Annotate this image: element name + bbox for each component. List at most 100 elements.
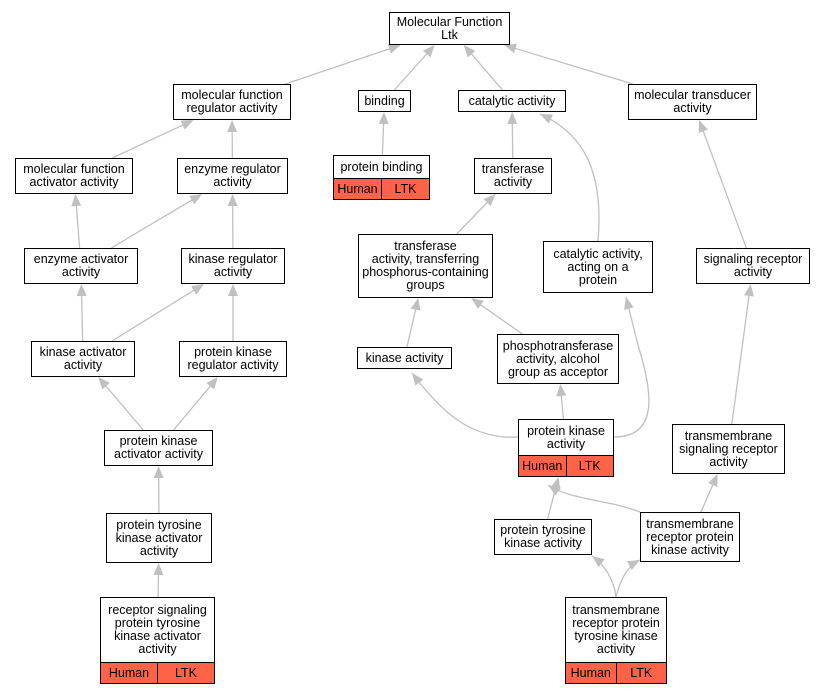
node-label: transferase activity, transferring phosp… (362, 239, 489, 292)
node-kinase[interactable]: kinase activity (357, 347, 452, 369)
node-label: transmembrane receptor protein kinase ac… (646, 516, 734, 557)
edge-tm-rpk-to-pk-arrowhead (548, 485, 561, 496)
node-label: enzyme regulator activity (184, 162, 281, 189)
node-label: receptor signaling protein tyrosine kina… (108, 603, 207, 656)
node-label: signaling receptor activity (703, 252, 803, 279)
node-label: binding (364, 93, 405, 108)
node-label: protein kinase regulator activity (187, 345, 279, 372)
edge-pk-to-kinase-arrowhead (412, 373, 424, 386)
edge-tm-sig-to-sig-rec (731, 294, 750, 425)
edge-tm-rpk-to-pk (547, 484, 641, 513)
node-root[interactable]: Molecular Function Ltk (389, 12, 510, 45)
node-label: enzyme activator activity (33, 252, 129, 279)
node-label: molecular transducer activity (634, 88, 751, 115)
edge-cat-prot-to-catalytic-arrowhead (540, 114, 553, 124)
node-label: protein kinase activity (527, 423, 605, 451)
gene-tag: LTK (157, 663, 214, 683)
edge-mfr-to-root (285, 47, 391, 85)
edge-enz-reg-to-mfr-arrowhead (227, 120, 238, 133)
node-phospho[interactable]: phosphotransferase activity, alcohol gro… (497, 334, 619, 384)
node-tm-rpk[interactable]: transmembrane receptor protein kinase ac… (640, 512, 740, 562)
edge-pk-act-to-pk-reg (173, 385, 212, 431)
node-ptk-act[interactable]: protein tyrosine kinase activator activi… (106, 513, 212, 563)
edge-tm-sig-to-sig-rec-arrowhead (744, 284, 754, 297)
edge-ptk-act-to-pk-act-arrowhead (153, 466, 164, 479)
edge-mfa-to-mfr-arrowhead (180, 120, 194, 130)
node-label: protein tyrosine kinase activator activi… (115, 517, 203, 558)
node-transducer[interactable]: molecular transducer activity (628, 84, 757, 120)
node-label: transferase activity (481, 162, 545, 189)
edge-tm-rptk-to-ptk-arrowhead (592, 556, 605, 568)
node-kin-reg[interactable]: kinase regulator activity (181, 248, 285, 284)
edge-tm-rpk-to-tm-sig (700, 483, 714, 513)
node-transferase-p[interactable]: transferase activity, transferring phosp… (358, 234, 493, 298)
node-label: protein tyrosine kinase activity (500, 523, 586, 550)
node-transferase[interactable]: transferase activity (474, 158, 552, 194)
edge-kin-act-to-kin-reg-arrowhead (191, 284, 204, 295)
edge-pk-to-cat-prot (613, 296, 650, 438)
node-label: protein binding (340, 159, 423, 174)
node-label: phosphotransferase activity, alcohol gro… (502, 338, 614, 379)
node-mfr[interactable]: molecular function regulator activity (173, 84, 291, 120)
edge-pk-reg-to-kin-reg-arrowhead (228, 284, 238, 296)
node-label: kinase regulator activity (188, 252, 278, 279)
node-cat-prot[interactable]: catalytic activity, acting on a protein (543, 241, 653, 293)
node-ptk[interactable]: protein tyrosine kinase activity (494, 519, 592, 555)
node-enz-reg[interactable]: enzyme regulator activity (177, 158, 288, 194)
edge-pk-to-kinase (411, 372, 519, 438)
edge-pk-to-phospho-arrowhead (556, 384, 567, 397)
edge-tm-rptk-to-ptk (591, 555, 617, 598)
node-binding[interactable]: binding (358, 90, 411, 112)
gene-tag: LTK (615, 663, 666, 683)
node-pk-reg[interactable]: protein kinase regulator activity (179, 341, 287, 377)
edge-enz-act-to-mfa-arrowhead (71, 194, 82, 207)
edge-transferase-p-to-transferase-arrowhead (483, 194, 496, 207)
node-label: Molecular Function Ltk (396, 14, 503, 42)
node-rs-ptk-act[interactable]: receptor signaling protein tyrosine kina… (100, 597, 215, 684)
node-pk-act[interactable]: protein kinase activator activity (104, 430, 213, 466)
node-label: molecular function activator activity (23, 162, 125, 189)
edge-cat-prot-to-catalytic (539, 113, 600, 242)
edge-protein-binding-to-binding-arrowhead (378, 112, 389, 125)
edge-phospho-to-transferase-p-arrowhead (471, 298, 484, 309)
node-mfa[interactable]: molecular function activator activity (15, 158, 133, 194)
edge-kin-act-to-enz-act-arrowhead (76, 284, 87, 297)
edge-kinase-to-transferase-p-arrowhead (410, 298, 421, 311)
edge-enz-act-to-mfa (75, 204, 81, 249)
edge-pk-to-cat-prot-arrowhead (624, 297, 634, 310)
edge-binding-to-root (393, 52, 428, 91)
edge-kin-reg-to-enz-reg-arrowhead (227, 194, 238, 207)
edge-rs-ptk-act-to-ptk-act-arrowhead (153, 563, 164, 576)
node-label: protein kinase activator activity (114, 434, 203, 461)
species-tag: Human (101, 663, 157, 683)
edge-transferase-p-to-transferase (456, 201, 489, 235)
node-label: transmembrane receptor protein tyrosine … (572, 603, 660, 656)
edge-sig-rec-to-transducer (702, 130, 747, 249)
node-label: molecular function regulator activity (181, 88, 283, 115)
edge-mfr-to-root-arrowhead (387, 44, 401, 54)
edge-tm-rpk-to-tm-sig-arrowhead (708, 474, 718, 487)
edge-tm-rptk-to-tm-rpk (615, 559, 641, 598)
node-sig-rec[interactable]: signaling receptor activity (696, 248, 810, 284)
edge-transferase-to-catalytic-arrowhead (507, 112, 518, 125)
species-tag: Human (566, 663, 616, 683)
node-enz-act[interactable]: enzyme activator activity (24, 248, 138, 284)
edge-pk-act-to-pk-reg-arrowhead (206, 377, 218, 390)
edge-kin-act-to-kin-reg (111, 289, 195, 342)
edge-protein-binding-to-binding (381, 122, 385, 156)
node-tm-sig[interactable]: transmembrane signaling receptor activit… (672, 424, 785, 474)
species-tag: Human (334, 179, 381, 199)
node-catalytic[interactable]: catalytic activity (458, 90, 566, 112)
node-kin-act[interactable]: kinase activator activity (31, 341, 135, 377)
edge-transducer-to-root-arrowhead (504, 43, 517, 54)
node-tm-rptk[interactable]: transmembrane receptor protein tyrosine … (565, 597, 667, 684)
edge-catalytic-to-root (470, 52, 504, 91)
edge-sig-rec-to-transducer-arrowhead (698, 120, 708, 133)
node-label: catalytic activity, acting on a protein (553, 246, 643, 287)
